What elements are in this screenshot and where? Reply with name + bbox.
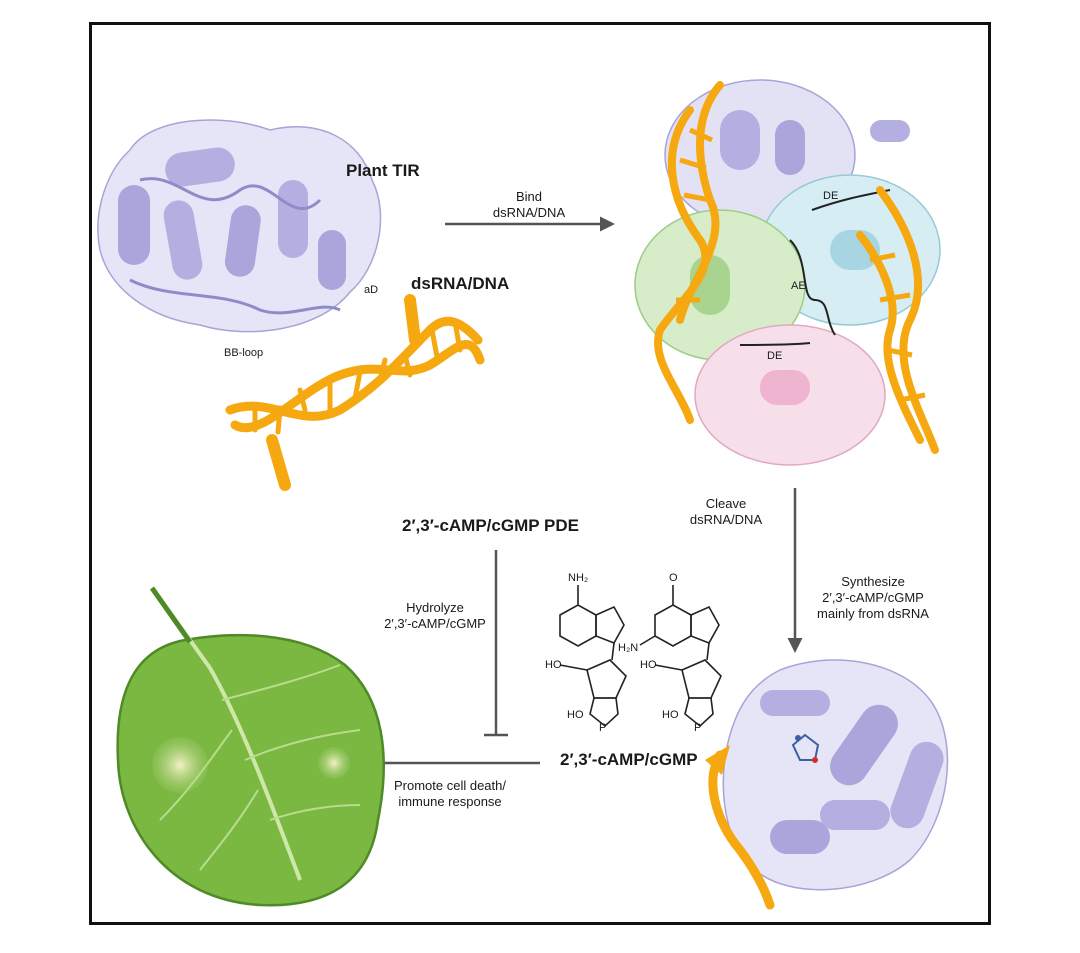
label-bind-line2: dsRNA/DNA (492, 205, 566, 220)
chem-hoo-left: HO (567, 709, 584, 721)
camp-structure (559, 585, 627, 728)
label-cleave-line2: dsRNA/DNA (689, 512, 763, 527)
label-hydro-line2: 2′,3′-cAMP/cGMP (384, 616, 486, 631)
cgmp-structure (639, 585, 722, 728)
tir-tetramer-complex (634, 79, 941, 466)
label-promote: Promote cell death/ immune response (385, 778, 515, 810)
label-dsrna-dna: dsRNA/DNA (411, 274, 510, 293)
label-bind: Bind dsRNA/DNA (489, 189, 569, 221)
label-promote-line2: immune response (398, 794, 502, 809)
chem-ho-right: HO (640, 659, 657, 671)
label-plant-tir: Plant TIR (346, 161, 420, 180)
figure-frame (89, 22, 991, 925)
label-synth-line3: mainly from dsRNA (817, 606, 929, 621)
label-promote-line1: Promote cell death/ (393, 778, 506, 793)
label-ae: AE (791, 280, 806, 292)
leaf (116, 586, 385, 907)
chem-p-right: P (694, 722, 702, 734)
label-synth-line2: 2′,3′-cAMP/cGMP (822, 590, 924, 605)
label-pde: 2′,3′-cAMP/cGMP PDE (402, 516, 579, 535)
label-bb-loop: BB-loop (224, 347, 264, 359)
label-hydro-line1: Hydrolyze (406, 600, 464, 615)
label-cleave-line1: Cleave (705, 496, 747, 511)
chem-p-left: P (599, 722, 607, 734)
label-synthesize: Synthesize 2′,3′-cAMP/cGMP mainly from d… (808, 574, 938, 622)
chem-ho-left: HO (545, 659, 562, 671)
chem-nh2: NH₂ (568, 572, 589, 584)
label-cleave: Cleave dsRNA/DNA (686, 496, 766, 528)
pde-inhibition-line (484, 550, 508, 737)
label-synth-line1: Synthesize (841, 574, 905, 589)
dsrna-dna-helix (225, 294, 485, 491)
label-de-bottom: DE (767, 350, 783, 362)
label-de-top: DE (823, 190, 839, 202)
tir-bound-product (705, 659, 949, 910)
label-hydrolyze: Hydrolyze 2′,3′-cAMP/cGMP (380, 600, 490, 632)
plant-tir-protein (97, 119, 382, 333)
label-bind-line1: Bind (515, 189, 543, 204)
label-product: 2′,3′-cAMP/cGMP (560, 750, 698, 769)
label-ad: aD (364, 284, 379, 296)
chem-h2n: H₂N (618, 642, 639, 654)
chem-o: O (669, 572, 678, 584)
chem-hoo-right: HO (662, 709, 679, 721)
